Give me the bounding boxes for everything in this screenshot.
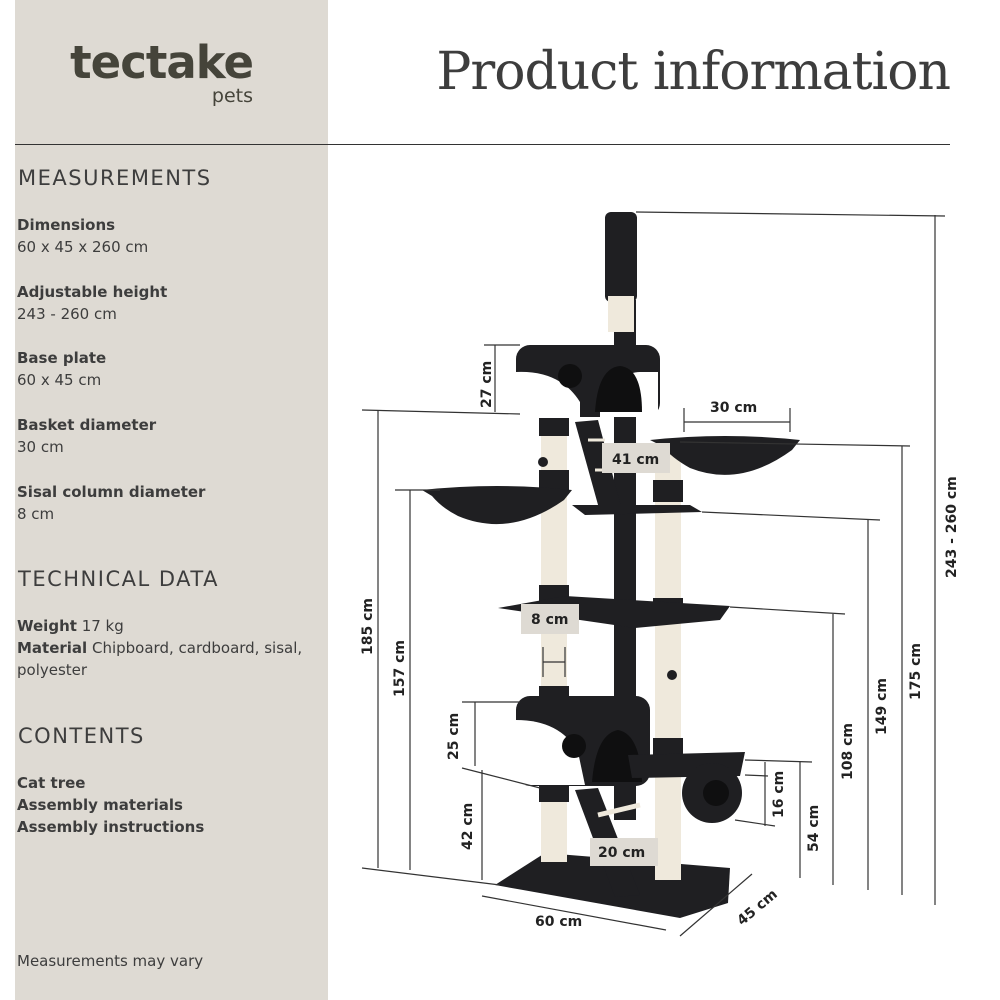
guide-line <box>461 767 541 789</box>
guide-line <box>744 774 769 777</box>
label-bg <box>602 443 670 473</box>
technical-heading: TECHNICAL DATA <box>18 567 219 591</box>
cat-tree-diagram: 41 cm 8 cm 20 cm 30 cm 60 cm 45 cm 27 cm… <box>360 211 960 937</box>
upper-house-white-patch <box>516 371 580 417</box>
ladder-rung <box>597 802 641 818</box>
spec-label: Dimensions <box>17 216 116 234</box>
guide-line <box>361 409 521 415</box>
page-title: Product information <box>436 42 951 102</box>
spec-label: Sisal column diameter <box>17 483 206 501</box>
dim-label-20: 20 cm <box>598 845 645 861</box>
guide-line <box>679 441 911 447</box>
upper-house-entrance <box>595 366 642 412</box>
guide-line <box>635 211 946 217</box>
spec-value: 60 x 45 cm <box>17 371 102 389</box>
sidebar <box>15 0 328 1000</box>
technical-data: Weight 17 kg Material Chipboard, cardboa… <box>17 615 307 681</box>
brand-sub: pets <box>211 85 253 107</box>
dimension-lines <box>361 211 946 937</box>
column-cap <box>539 418 569 436</box>
dim-label-175: 175 cm <box>908 643 924 700</box>
dim-label-30: 30 cm <box>710 400 757 416</box>
measurements-heading: MEASUREMENTS <box>18 166 212 190</box>
dim-label-total: 243 - 260 cm <box>944 476 960 578</box>
brand-name: tectake <box>70 36 254 89</box>
spec-sisal-column: Sisal column diameter 8 cm <box>17 481 205 525</box>
title-divider <box>15 144 950 145</box>
spec-label: Base plate <box>17 349 107 367</box>
lower-house-hole <box>562 734 586 758</box>
guide-line <box>734 819 776 827</box>
lower-house-white-patch <box>516 720 585 785</box>
brand-logo: tectake pets <box>15 36 254 107</box>
dim-label-8: 8 cm <box>531 612 569 628</box>
left-basket <box>422 486 572 525</box>
contents-list: Cat tree Assembly materials Assembly ins… <box>17 772 204 838</box>
disclaimer-note: Measurements may vary <box>17 952 204 970</box>
column-cap <box>539 862 569 882</box>
spec-value: 60 x 45 x 260 cm <box>17 238 149 256</box>
guide-line <box>701 511 881 521</box>
top-column <box>605 212 637 302</box>
spec-basket-diameter: Basket diameter 30 cm <box>17 414 156 458</box>
dim-label-45: 45 cm <box>734 886 780 929</box>
dim-label-60: 60 cm <box>535 914 582 930</box>
guide-line <box>729 606 846 615</box>
dim-label-41: 41 cm <box>612 452 659 468</box>
tunnel-opening <box>703 780 729 806</box>
dimension-labels: 41 cm 8 cm 20 cm 30 cm 60 cm 45 cm 27 cm… <box>360 361 960 930</box>
spec-label: Basket diameter <box>17 416 157 434</box>
center-pole <box>614 300 636 820</box>
list-item: Assembly materials <box>17 796 183 814</box>
lower-house-entrance <box>592 730 642 782</box>
toy-ball <box>538 457 548 467</box>
contents-heading: CONTENTS <box>18 724 145 748</box>
upper-platform <box>572 505 702 515</box>
column-cap <box>539 786 569 802</box>
dim-label-149: 149 cm <box>874 678 890 735</box>
weight-label: Weight <box>17 617 77 635</box>
dim-label-25: 25 cm <box>446 713 462 760</box>
spec-value: 8 cm <box>17 505 55 523</box>
spec-base-plate: Base plate 60 x 45 cm <box>17 347 106 391</box>
material-label: Material <box>17 639 88 657</box>
guide-line <box>361 867 501 886</box>
dimension-line <box>481 895 667 931</box>
list-item: Assembly instructions <box>17 818 205 836</box>
dim-label-185: 185 cm <box>360 598 376 655</box>
guide-line <box>744 759 813 763</box>
list-item: Cat tree <box>17 774 86 792</box>
spec-value: 30 cm <box>17 438 64 456</box>
spec-dimensions: Dimensions 60 x 45 x 260 cm <box>17 214 148 258</box>
dim-label-157: 157 cm <box>392 640 408 697</box>
material-value: Chipboard, cardboard, sisal, polyester <box>17 639 303 679</box>
dim-label-108: 108 cm <box>840 723 856 780</box>
dim-label-54: 54 cm <box>806 805 822 852</box>
spec-value: 243 - 260 cm <box>17 305 117 323</box>
dim-label-16: 16 cm <box>771 771 787 818</box>
upper-house-hole <box>558 364 582 388</box>
cat-tree-illustration <box>422 212 800 918</box>
spec-label: Adjustable height <box>17 283 168 301</box>
right-sisal-column <box>655 450 681 880</box>
toy-ball <box>667 670 677 680</box>
upper-ladder <box>575 420 622 512</box>
sisal-segment <box>608 296 634 332</box>
column-cap <box>653 480 683 502</box>
label-bg <box>521 604 579 634</box>
label-bg <box>590 838 658 866</box>
dimension-line <box>679 873 753 937</box>
weight-value: 17 kg <box>81 617 124 635</box>
spec-adjustable-height: Adjustable height 243 - 260 cm <box>17 281 167 325</box>
right-basket <box>650 436 800 475</box>
dim-label-27: 27 cm <box>479 361 495 408</box>
dim-label-42: 42 cm <box>460 803 476 850</box>
